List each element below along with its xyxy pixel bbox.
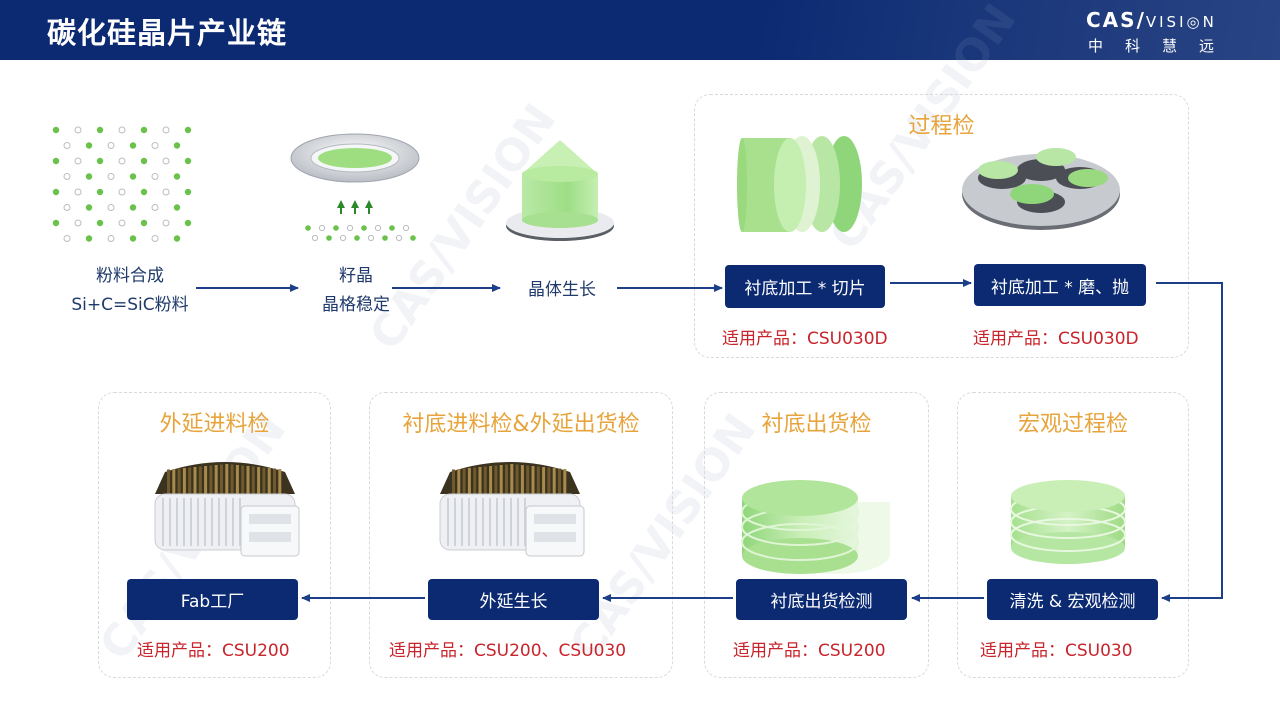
- product-label-cutting: 适用产品：CSU030D: [722, 329, 888, 349]
- substrate-incoming-title: 衬底进料检&外延出货检: [402, 412, 640, 437]
- macro-wafer-stack-illustration: [1010, 480, 1126, 564]
- substrate-incoming-group: [369, 392, 673, 678]
- wafer-cassette-illustration: [439, 462, 585, 557]
- process-inspection-title: 过程检: [908, 114, 975, 139]
- macro-process-title: 宏观过程检: [1017, 412, 1128, 437]
- product-label-outgoing: 适用产品：CSU200: [733, 641, 886, 661]
- header-bar: 碳化硅晶片产业链 CAS/VISI◎N 中科慧远: [0, 0, 1280, 60]
- page-title: 碳化硅晶片产业链: [47, 16, 288, 50]
- cas-vision-logo: CAS/VISI◎N 中科慧远: [1086, 8, 1256, 55]
- process-inspection-group: [694, 94, 1189, 358]
- substrate-outgoing-group: [704, 392, 929, 678]
- crystal-growth-label: 晶体生长: [528, 280, 596, 300]
- seed-crystal-label: 籽晶 晶格稳定: [322, 266, 390, 315]
- outgoing-wafer-stack-illustration: [741, 480, 890, 574]
- logo-chinese: 中科慧远: [1088, 37, 1237, 55]
- wafer-slices-illustration: [737, 136, 862, 232]
- crystal-ingot-illustration: [506, 140, 614, 241]
- polishing-plate-illustration: [962, 148, 1120, 230]
- epi-incoming-group: [98, 392, 331, 678]
- header-decoration: [760, 0, 1280, 60]
- product-label-macro: 适用产品：CSU030: [980, 641, 1133, 661]
- epi-incoming-title: 外延进料检: [159, 412, 270, 437]
- step-substrate-outgoing-inspection: 衬底出货检测: [736, 579, 907, 620]
- substrate-outgoing-title: 衬底出货检: [761, 412, 872, 437]
- step-epitaxial-growth: 外延生长: [428, 579, 599, 620]
- logo-wordmark: CAS/VISI◎N: [1086, 8, 1217, 32]
- step-substrate-cutting: 衬底加工 * 切片: [725, 265, 885, 308]
- product-label-polishing: 适用产品：CSU030D: [973, 329, 1139, 349]
- step-cleaning-macro-inspection: 清洗 & 宏观检测: [987, 579, 1158, 620]
- product-label-epi: 适用产品：CSU200: [137, 641, 290, 661]
- product-label-incoming: 适用产品：CSU200、CSU030: [389, 641, 627, 661]
- powder-lattice-illustration: [52, 126, 192, 242]
- wafer-cassette-illustration: [154, 462, 300, 557]
- step-fab-factory: Fab工厂: [127, 579, 298, 620]
- powder-synthesis-label: 粉料合成 Si+C=SiC粉料: [71, 266, 189, 315]
- step-substrate-polishing: 衬底加工 * 磨、抛: [974, 264, 1146, 306]
- seed-crystal-illustration: [290, 133, 420, 242]
